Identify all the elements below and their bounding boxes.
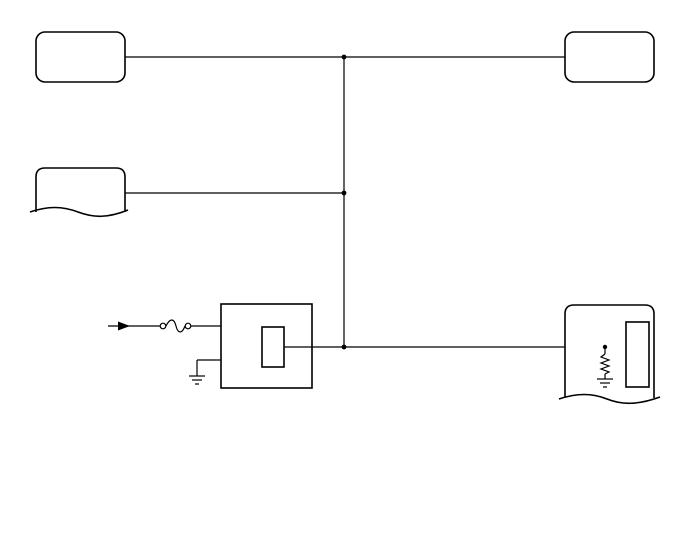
module-top-right [564, 31, 655, 83]
resistor-icon [599, 347, 611, 379]
fuse-icon [159, 319, 221, 333]
splice-dot-mid [341, 190, 347, 196]
splice-dot-bottom [341, 344, 347, 350]
ground-icon [189, 359, 221, 385]
terminating-inner-element [625, 321, 650, 388]
ground-icon-terminating [597, 378, 613, 388]
relay-inner-element [261, 326, 285, 368]
module-top-left [35, 31, 126, 83]
module-mid-left [29, 167, 129, 218]
power-input-icon [108, 321, 160, 331]
splice-dot-top [341, 54, 347, 60]
